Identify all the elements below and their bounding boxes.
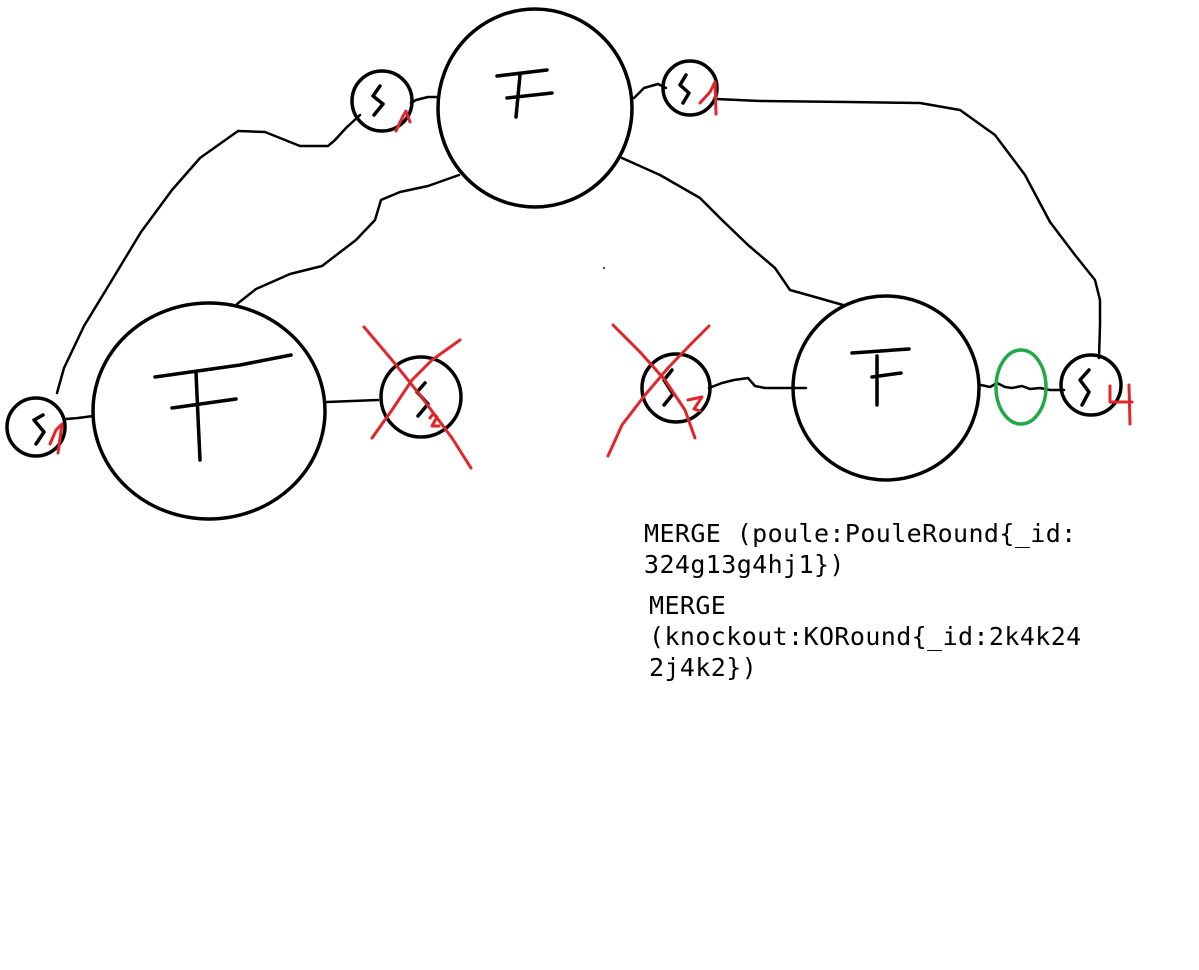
merge-query-knockout-line-2: (knockout:KORound{_id:2k4k24 (649, 622, 1082, 651)
fight-node-left (91, 301, 327, 521)
edges (55, 82, 1102, 421)
slot-nodes (5, 59, 1134, 470)
slot-node-crossed-2 (362, 325, 473, 470)
slot-node-top-right (661, 59, 719, 117)
edge-s3-right-to-right-f (707, 376, 808, 390)
slot-node-left (5, 396, 67, 458)
slot-node-crossed-3 (606, 323, 712, 458)
fight-letter-left (153, 353, 293, 462)
edge-top-f-to-s1-right (632, 82, 668, 100)
edge-top-f-to-right-f (620, 156, 845, 307)
merge-query-knockout-line-3: 2j4k2}) (649, 653, 758, 682)
cross-out-s3 (606, 323, 711, 458)
highlight-ellipse (994, 348, 1048, 426)
merge-query-poule-line-2: 324g13g4hj1}) (644, 550, 845, 579)
fight-nodes (91, 7, 981, 521)
edge-left-f-to-s2-left (325, 398, 380, 404)
edge-right-f-to-s4 (979, 381, 1066, 392)
stray-dot (602, 266, 606, 270)
edge-top-f-to-left-f (235, 173, 461, 306)
cross-out-s2 (362, 325, 473, 470)
edge-s1-top-to-s1-left (55, 113, 362, 395)
slot-node-right-4 (1059, 353, 1134, 426)
merge-query-poule-line-1: MERGE (poule:PouleRound{_id: (644, 519, 1077, 548)
edge-s1-right-to-s4 (714, 97, 1102, 360)
edge-top-f-to-s1-top (409, 95, 439, 105)
fight-letter-top (495, 68, 554, 119)
merge-query-poule: MERGE (poule:PouleRound{_id: 324g13g4hj1… (644, 518, 1077, 580)
merge-query-knockout: MERGE (knockout:KORound{_id:2k4k24 2j4k2… (649, 590, 1082, 683)
fight-node-top (436, 7, 634, 209)
merge-query-knockout-line-1: MERGE (649, 591, 727, 620)
fight-node-right (791, 294, 981, 482)
edge-s1-left-to-left-f (64, 414, 95, 421)
slot-node-top-left (350, 69, 414, 133)
fight-letter-right (850, 347, 911, 407)
